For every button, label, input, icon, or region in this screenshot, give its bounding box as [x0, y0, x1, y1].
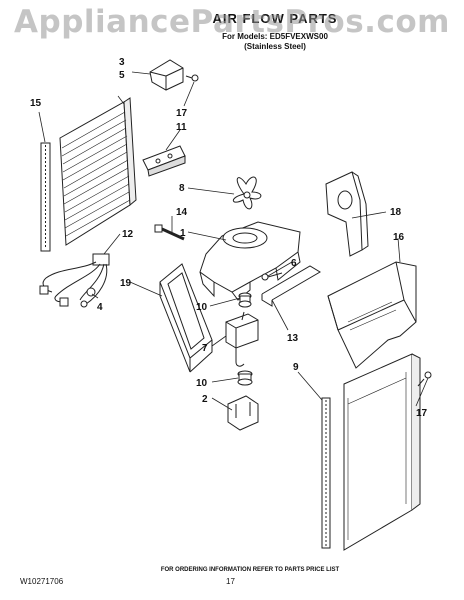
part-7-fan-motor: [225, 311, 259, 367]
watermark: AppliancePartsPros.com: [14, 4, 450, 40]
callout-labels: 3 5 15 17 11 8 14 1 12 18 16 6 19 10 4 1…: [30, 57, 428, 419]
document-number: W10271706: [20, 577, 64, 586]
callout: 13: [287, 333, 299, 344]
part-lower-duct-panel: [343, 353, 421, 551]
part-14-cable-tie: [154, 224, 185, 241]
finish-line: (Stainless Steel): [244, 42, 306, 51]
ordering-note: FOR ORDERING INFORMATION REFER TO PARTS …: [160, 567, 340, 573]
part-1-fan-shroud: [199, 221, 301, 301]
callout: 17: [416, 408, 428, 419]
model-subtitle: For Models: ED5FVEXWS00 (Stainless Steel…: [150, 32, 400, 52]
part-12-wire-harness: [39, 253, 110, 308]
part-10-motor-mount-lower: [237, 370, 253, 386]
page-title: AIR FLOW PARTS: [212, 11, 338, 26]
callout: 5: [119, 70, 125, 81]
callout: 10: [196, 302, 208, 313]
part-4-grommet: [86, 287, 96, 297]
callout: 4: [97, 302, 103, 313]
callout: 17: [176, 108, 188, 119]
leader-lines: [38, 71, 429, 411]
callout: 9: [293, 362, 299, 373]
part-15-gasket-strip: [40, 142, 51, 252]
part-19-gasket-frame: [159, 263, 213, 373]
callout: 16: [393, 232, 405, 243]
part-3-5-top-bracket: [149, 59, 184, 91]
part-9-foam-strip: [321, 397, 331, 549]
callout: 12: [122, 229, 134, 240]
callout: 19: [120, 278, 132, 289]
callout: 8: [179, 183, 185, 194]
callout: 1: [180, 228, 186, 239]
callout: 11: [176, 122, 187, 133]
callout: 15: [30, 98, 42, 109]
callout: 18: [390, 207, 402, 218]
part-evaporator-cover-panel: [59, 97, 137, 246]
page-number: 17: [226, 577, 235, 586]
part-6-screw: [261, 272, 283, 281]
callout: 2: [202, 394, 208, 405]
callout: 7: [202, 343, 208, 354]
part-13-gasket-strip: [261, 265, 321, 307]
part-18-duct-cover: [325, 171, 369, 257]
callout: 10: [196, 378, 208, 389]
callout: 6: [291, 258, 297, 269]
callout: 14: [176, 207, 188, 218]
part-10-motor-mount-upper: [238, 292, 252, 308]
model-line: For Models: ED5FVEXWS00: [222, 32, 328, 41]
part-11-bracket: [142, 145, 186, 177]
part-8-fan-blade: [232, 176, 262, 210]
callout: 3: [119, 57, 125, 68]
part-2-motor-bracket: [227, 395, 259, 431]
part-16-air-duct-housing: [327, 261, 417, 369]
part-17-screw-top: [185, 74, 199, 82]
